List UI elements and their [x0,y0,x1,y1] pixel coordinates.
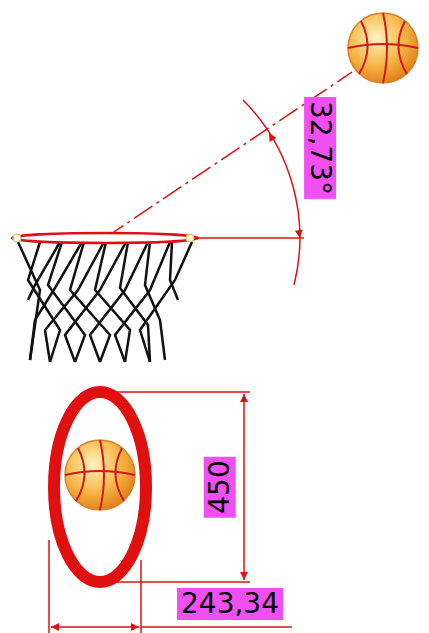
trajectory-line [105,72,352,238]
rim-hook [186,234,194,242]
rim-hook [13,234,21,242]
angle-arrow [269,133,290,185]
angle-dimension: 32,73° [304,97,336,199]
dimension-leader [141,626,292,628]
basketball [348,13,418,83]
dimension-line [51,626,139,628]
reference-line [198,237,304,239]
extension-line [104,391,250,393]
angle-arc [243,100,300,285]
rim [12,233,198,243]
extension-line [104,581,250,583]
net [18,242,192,362]
rim-projection [54,392,146,582]
height-dimension: 450 [204,456,236,517]
width-dimension: 243,34 [177,588,283,620]
extension-line [140,560,142,633]
basketball [65,440,135,510]
angle-arrow [292,205,300,238]
dimension-line [243,394,245,580]
extension-line [48,540,50,633]
